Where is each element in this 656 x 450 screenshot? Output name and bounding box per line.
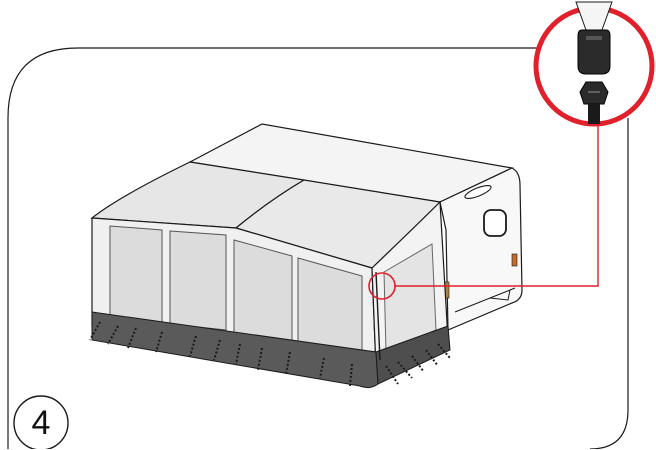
peg-strap xyxy=(213,339,221,361)
peg-strap xyxy=(89,321,101,341)
caravan-body xyxy=(439,167,523,331)
callout-leader-line xyxy=(394,126,599,287)
corner-zip xyxy=(375,271,381,361)
caravan-window xyxy=(483,209,507,237)
peg-strap xyxy=(319,357,325,379)
peg-strap xyxy=(411,355,425,373)
panel-1 xyxy=(109,225,163,323)
panel-3 xyxy=(233,239,293,343)
lower-strap xyxy=(588,104,600,124)
peg-strap xyxy=(189,335,197,357)
peg-strap xyxy=(107,325,119,345)
roof-vent xyxy=(464,185,492,199)
peg-strap xyxy=(155,331,163,353)
caravan-light xyxy=(511,253,518,267)
peg-strap xyxy=(397,361,413,379)
peg-straps xyxy=(89,321,451,387)
panel-2 xyxy=(169,230,227,331)
awning-skirt-side xyxy=(375,325,451,385)
female-buckle xyxy=(577,29,611,75)
buckle-detail-icon xyxy=(575,1,613,124)
peg-strap xyxy=(425,349,439,367)
buckle-slot xyxy=(586,36,602,40)
caravan-trim xyxy=(454,287,516,313)
front-panels xyxy=(109,225,363,357)
peg-strap xyxy=(127,327,137,349)
male-buckle xyxy=(579,81,609,105)
detail-callout xyxy=(368,1,655,300)
awning xyxy=(90,161,451,389)
peg-strap xyxy=(235,343,241,365)
caravan xyxy=(188,123,523,331)
peg-strap xyxy=(437,343,451,359)
step-number-circle xyxy=(13,395,69,449)
